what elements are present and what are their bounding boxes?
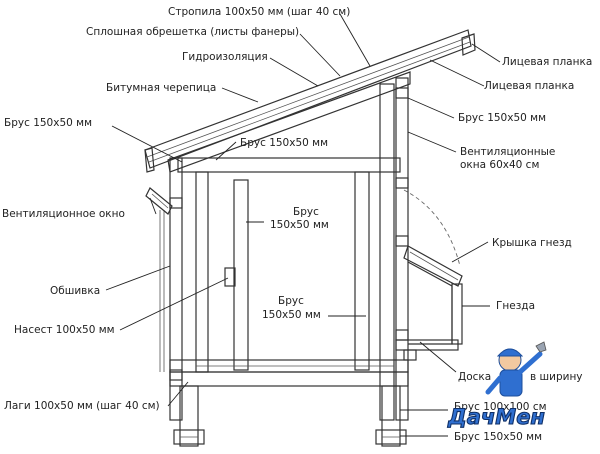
label-rafters: Стропила 100х50 мм (шаг 40 см) xyxy=(168,6,350,18)
nest-body xyxy=(407,261,453,345)
roof-layer-line xyxy=(148,41,471,163)
label-board-a: Доска xyxy=(458,371,491,383)
label-beam-bottom: Брус 150х50 мм xyxy=(454,431,542,443)
label-board-b: в ширину xyxy=(530,371,583,383)
floor-joist-bottom xyxy=(169,371,409,387)
mascot-icon xyxy=(485,341,547,397)
roof xyxy=(144,29,476,173)
left-post xyxy=(169,157,183,421)
label-joists: Лаги 100х50 мм (шаг 40 см) xyxy=(4,400,160,412)
nest-front xyxy=(451,283,463,345)
label-beam-center-1b: 150х50 мм xyxy=(270,219,329,231)
roof-slab xyxy=(144,29,472,169)
leader-vent-window xyxy=(149,197,157,215)
bottom-beam-right xyxy=(375,429,407,445)
leader-beam-top-middle xyxy=(215,141,237,161)
leader-fascia-2 xyxy=(429,59,485,87)
leader-perch xyxy=(119,277,229,331)
perch-block xyxy=(224,267,236,287)
leader-nest-lid xyxy=(451,241,489,263)
right-post xyxy=(379,83,395,421)
label-perch: Насест 100х50 мм xyxy=(14,324,115,336)
block xyxy=(395,87,409,99)
label-beam-center-2a: Брус xyxy=(278,295,304,307)
label-sheathing: Сплошная обрешетка (листы фанеры) xyxy=(86,26,299,38)
label-vent-window: Вентиляционное окно xyxy=(2,208,125,220)
leader-lines xyxy=(105,13,501,437)
nest-base-block xyxy=(403,349,417,361)
block xyxy=(395,235,409,247)
label-shingles: Битумная черепица xyxy=(106,82,216,94)
top-plate-beam xyxy=(167,71,411,173)
labels: Стропила 100х50 мм (шаг 40 см) Сплошная … xyxy=(2,6,592,443)
label-waterproofing: Гидроизоляция xyxy=(182,51,268,63)
label-beam-center-1a: Брус xyxy=(293,206,319,218)
label-nests: Гнезда xyxy=(496,300,535,312)
dachmen-logo: ДачМен xyxy=(446,341,547,430)
block xyxy=(169,197,183,209)
leader-sheathing xyxy=(299,33,341,77)
leader-rafters xyxy=(339,13,371,67)
leader-vent-openings xyxy=(407,131,457,153)
wall-frame xyxy=(159,71,411,447)
center-post-1 xyxy=(233,179,249,371)
horizontal-beam xyxy=(177,157,401,173)
label-beam-100: Брус 100х100 см xyxy=(454,401,547,413)
label-beam-center-2b: 150х50 мм xyxy=(262,309,321,321)
nest-lid xyxy=(403,245,463,287)
vent-detail xyxy=(151,193,169,209)
nest-base-board xyxy=(395,339,459,351)
leader-board xyxy=(419,341,457,373)
leader-fascia-1 xyxy=(471,43,501,63)
logo-text: ДачМен xyxy=(447,405,545,429)
nest-box xyxy=(395,189,463,361)
label-beam-top-left: Брус 150х50 мм xyxy=(4,117,92,129)
fascia-board-right xyxy=(461,33,476,56)
leg-left xyxy=(179,385,199,447)
label-vent-openings-b: окна 60х40 см xyxy=(460,159,539,171)
fascia-board-left xyxy=(144,147,155,173)
bottom-beam-left xyxy=(173,429,205,445)
leader-cladding xyxy=(105,265,171,291)
vent-window-left xyxy=(145,187,173,215)
leader-beam-right xyxy=(407,97,455,119)
lid-detail xyxy=(409,251,459,281)
label-beam-right: Брус 150х50 мм xyxy=(458,112,546,124)
block xyxy=(395,177,409,189)
leader-joists xyxy=(167,381,189,407)
label-beam-top-middle: Брус 150х50 мм xyxy=(240,137,328,149)
center-post-2 xyxy=(354,171,370,371)
roof-layer-line xyxy=(146,36,470,158)
inner-left-post xyxy=(195,171,209,373)
label-vent-openings-a: Вентиляционные xyxy=(460,146,555,158)
block xyxy=(169,369,183,381)
label-nest-lid: Крышка гнезд xyxy=(492,237,572,249)
block xyxy=(395,329,409,341)
label-fascia-1: Лицевая планка xyxy=(502,56,592,68)
label-cladding: Обшивка xyxy=(50,285,100,297)
vent-window-flap xyxy=(145,187,173,215)
leader-beam-top-left xyxy=(111,125,183,163)
right-outer-post xyxy=(395,77,409,421)
leader-shingles xyxy=(221,87,259,103)
label-fascia-2: Лицевая планка xyxy=(484,80,574,92)
lid-open-arc xyxy=(403,189,461,267)
leader-waterproofing xyxy=(269,57,319,87)
leg-right xyxy=(381,385,401,447)
